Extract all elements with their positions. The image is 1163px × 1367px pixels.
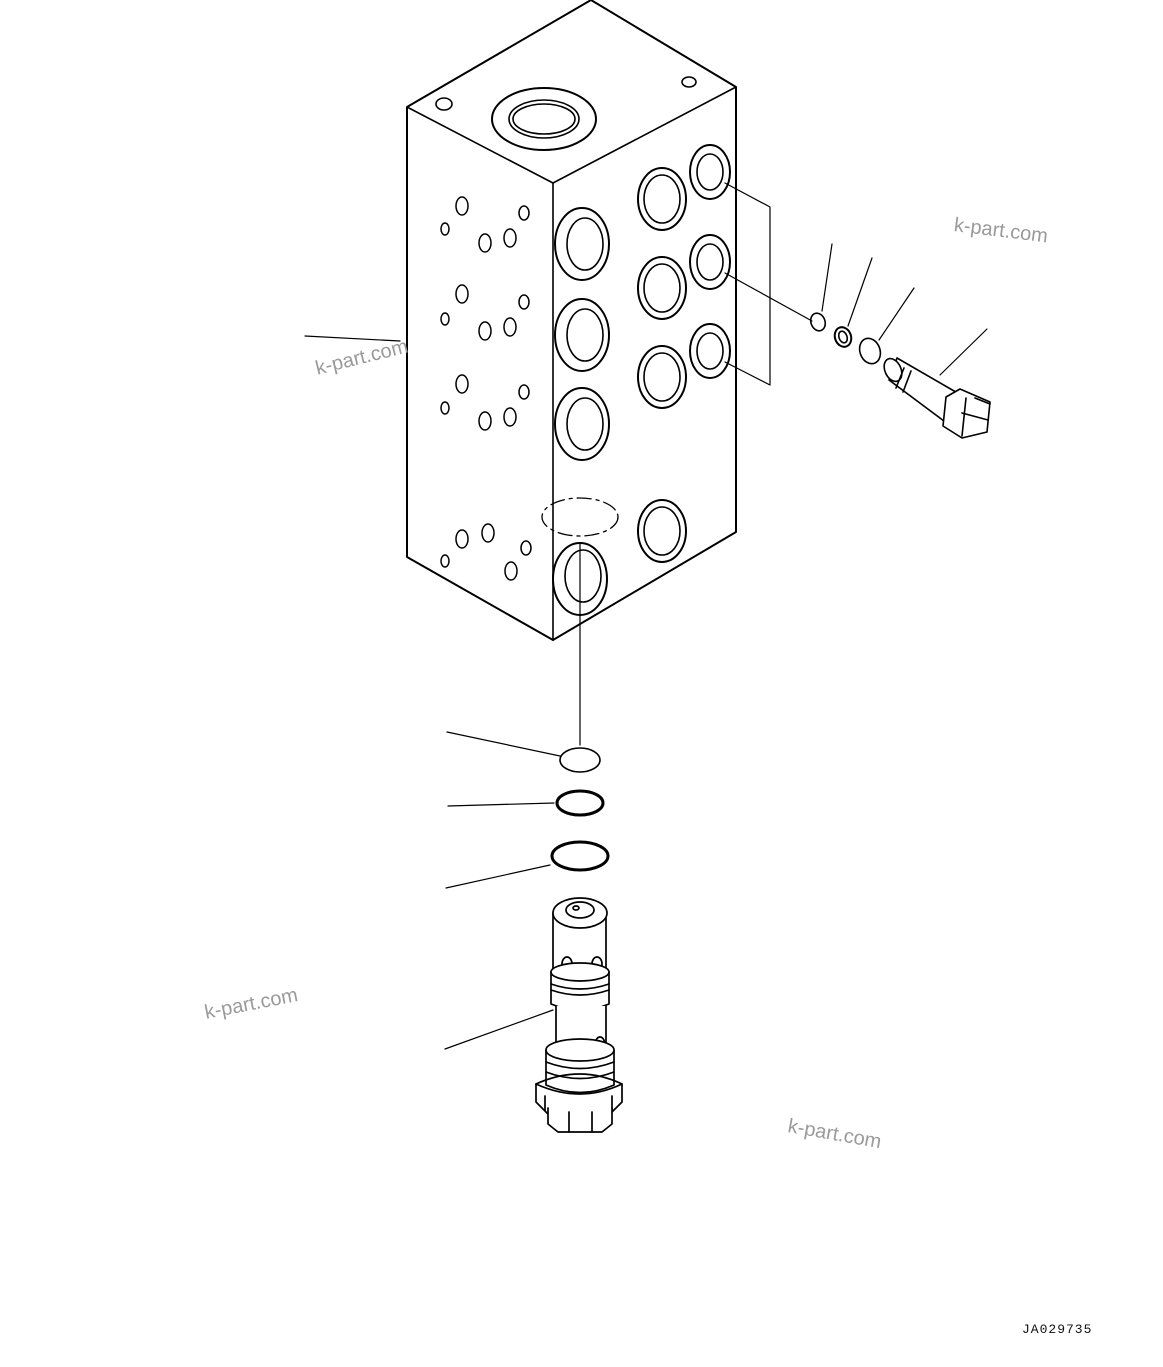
top-hole-left bbox=[435, 97, 453, 111]
left-face-holes bbox=[440, 196, 532, 581]
ball-small bbox=[809, 312, 827, 332]
cartridge-valve bbox=[535, 897, 623, 1133]
top-port bbox=[491, 87, 597, 151]
o-ring-lower bbox=[550, 840, 610, 872]
top-hole-right bbox=[681, 76, 697, 88]
ball-lower bbox=[559, 747, 601, 773]
backup-ring-small bbox=[833, 326, 853, 348]
valve-block bbox=[406, 0, 737, 641]
right-face-ports-right-column bbox=[689, 144, 731, 379]
right-face-ports-middle-column bbox=[637, 167, 687, 563]
leader-lines bbox=[304, 182, 988, 1050]
plug-bolt bbox=[883, 357, 991, 439]
o-ring-small bbox=[858, 337, 882, 365]
hidden-port-outline bbox=[541, 497, 619, 537]
right-face-ports-left-column bbox=[552, 207, 610, 616]
backup-ring-lower bbox=[555, 789, 605, 817]
drawing-code: JA029735 bbox=[1022, 1322, 1093, 1337]
